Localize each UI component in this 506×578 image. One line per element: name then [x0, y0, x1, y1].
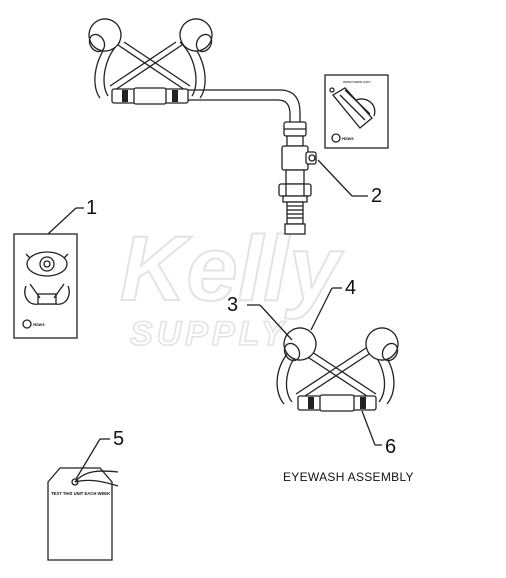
threaded-nipple: [284, 201, 306, 235]
leader-lines: [47, 159, 382, 480]
callout-2: 2: [371, 185, 382, 207]
wall-sign: Haws: [13, 233, 78, 339]
watermark-line1: Kelly: [120, 218, 344, 320]
callout-6: 6: [385, 436, 396, 458]
top-eyewash-head-assembly: [88, 18, 301, 122]
spray-head-right: [365, 327, 399, 362]
inspection-tag: TEST THIS UNIT EACH WEEK: [47, 467, 119, 561]
callout-5: 5: [113, 428, 124, 450]
top-flow-control: [111, 87, 189, 105]
small-sign-url: www.haws.com: [343, 79, 371, 84]
flow-control: [297, 394, 377, 412]
watermark-line2: SUPPLY: [130, 315, 288, 353]
watermark: Kelly SUPPLY: [119, 217, 345, 354]
spray-head-left: [283, 327, 317, 362]
callout-labels: 1 2 3 4 5 6: [86, 185, 396, 458]
wall-sign-brand: Haws: [33, 322, 45, 327]
eyewash-head-assembly: [276, 327, 399, 412]
supply-pipe: [188, 89, 301, 122]
tag-text: TEST THIS UNIT EACH WEEK: [51, 491, 110, 496]
top-spray-head-right: [179, 18, 213, 53]
valve-body: [278, 121, 317, 235]
callout-4: 4: [345, 277, 356, 299]
small-sign-brand: Haws: [342, 136, 354, 141]
callout-3: 3: [227, 294, 238, 316]
small-instruction-sign: www.haws.com Haws: [324, 74, 389, 149]
assembly-caption: EYEWASH ASSEMBLY: [283, 470, 414, 484]
callout-1: 1: [86, 197, 97, 219]
top-spray-head-left: [88, 18, 122, 53]
